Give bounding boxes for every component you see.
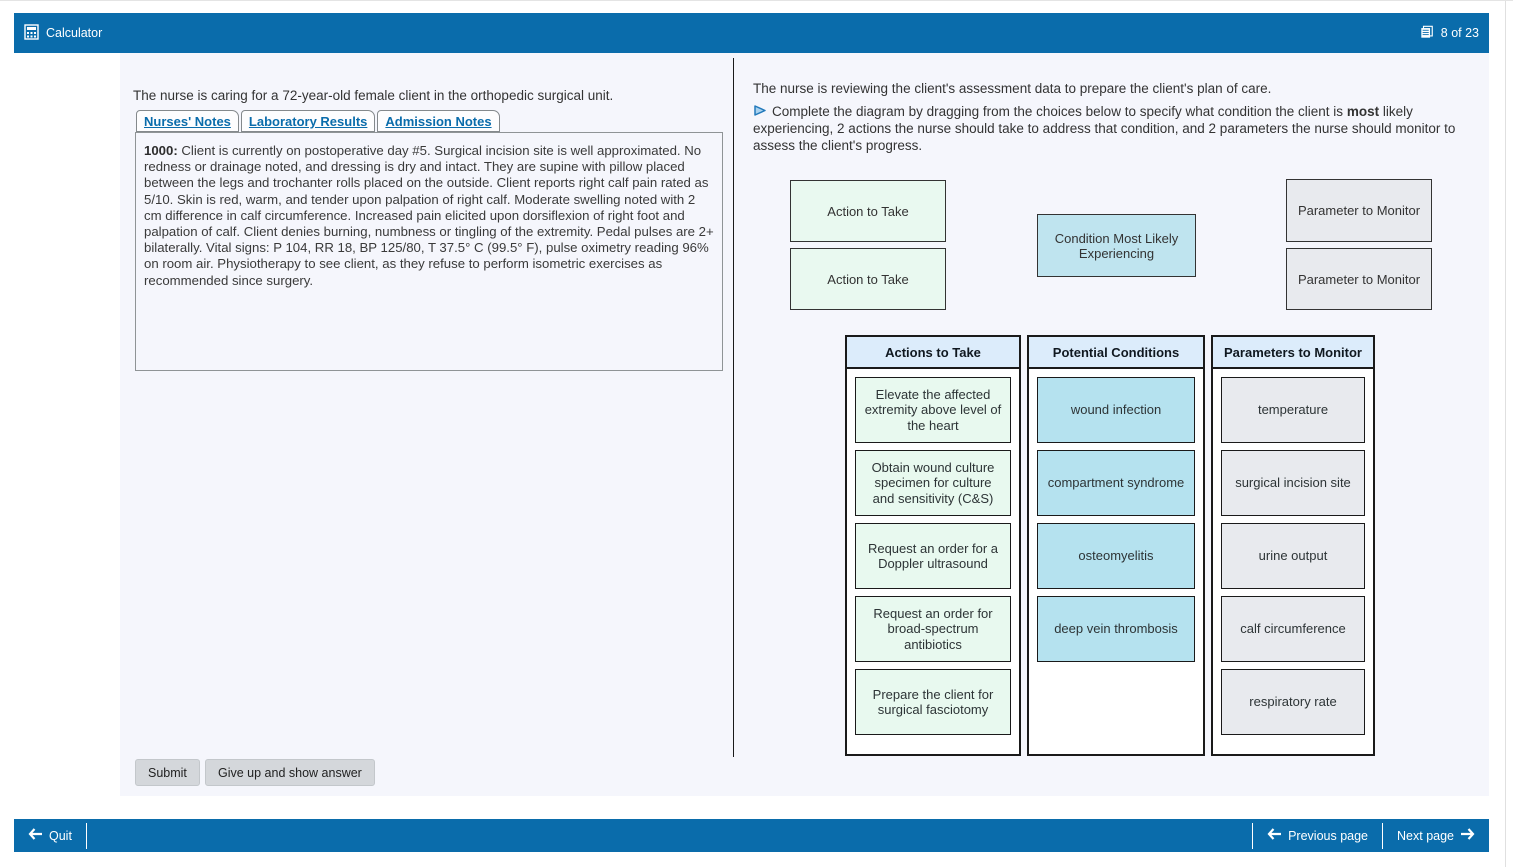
parameter-chip-urine-output[interactable]: urine output (1221, 523, 1365, 589)
book-icon (1420, 25, 1434, 42)
action-chip-antibiotics[interactable]: Request an order for broad-spectrum anti… (855, 596, 1011, 662)
arrow-left-icon (1267, 828, 1282, 843)
parameter-chip-calf-circumference[interactable]: calf circumference (1221, 596, 1365, 662)
bottom-navbar-left: Quit (14, 819, 87, 852)
action-chip-doppler-ultrasound[interactable]: Request an order for a Doppler ultrasoun… (855, 523, 1011, 589)
actions-chip-list: Elevate the affected extremity above lev… (847, 369, 1019, 743)
navbar-divider (1252, 822, 1254, 849)
condition-chip-compartment-syndrome[interactable]: compartment syndrome (1037, 450, 1195, 516)
action-chip-fasciotomy[interactable]: Prepare the client for surgical fascioto… (855, 669, 1011, 735)
pointer-arrow-icon (754, 105, 766, 116)
tab-admission-notes[interactable]: Admission Notes (377, 110, 500, 132)
give-up-button[interactable]: Give up and show answer (205, 759, 375, 786)
question-intro-text: The nurse is reviewing the client's asse… (753, 81, 1272, 96)
actions-column-header: Actions to Take (847, 337, 1019, 369)
action-chip-wound-culture[interactable]: Obtain wound culture specimen for cultur… (855, 450, 1011, 516)
previous-page-button[interactable]: Previous page (1253, 819, 1382, 852)
next-page-button[interactable]: Next page (1383, 819, 1489, 852)
navbar-divider (1382, 822, 1384, 849)
dropzone-action-1[interactable]: Action to Take (790, 180, 946, 242)
calculator-icon (24, 23, 39, 43)
parameters-column: Parameters to Monitor temperature surgic… (1211, 335, 1375, 756)
condition-chip-deep-vein-thrombosis[interactable]: deep vein thrombosis (1037, 596, 1195, 662)
previous-page-label: Previous page (1288, 828, 1369, 843)
next-page-label: Next page (1397, 828, 1454, 843)
panel-divider (733, 58, 734, 757)
submit-button[interactable]: Submit (135, 759, 200, 786)
dropzone-condition[interactable]: Condition Most Likely Experiencing (1037, 214, 1196, 277)
arrow-left-icon (28, 828, 43, 843)
actions-column: Actions to Take Elevate the affected ext… (845, 335, 1021, 756)
instruction-post: likely experiencing, 2 actions the nurse… (753, 104, 1456, 153)
page-progress: 8 of 23 (1420, 25, 1479, 42)
instruction-bold: most (1346, 104, 1380, 119)
calculator-label: Calculator (46, 26, 103, 40)
tab-laboratory-results[interactable]: Laboratory Results (240, 110, 376, 132)
condition-chip-wound-infection[interactable]: wound infection (1037, 377, 1195, 443)
arrow-right-icon (1460, 828, 1475, 843)
condition-chip-osteomyelitis[interactable]: osteomyelitis (1037, 523, 1195, 589)
dropzone-parameter-1[interactable]: Parameter to Monitor (1286, 179, 1432, 242)
question-instruction: Complete the diagram by dragging from th… (753, 103, 1465, 154)
page-indicator: 8 of 23 (1440, 26, 1479, 40)
note-time: 1000: (144, 143, 178, 158)
parameter-chip-respiratory-rate[interactable]: respiratory rate (1221, 669, 1365, 735)
parameter-chip-surgical-incision-site[interactable]: surgical incision site (1221, 450, 1365, 516)
conditions-column-header: Potential Conditions (1029, 337, 1203, 369)
case-intro-text: The nurse is caring for a 72-year-old fe… (133, 88, 614, 103)
chart-tabs: Nurses' Notes Laboratory Results Admissi… (136, 110, 500, 132)
instruction-pre: Complete the diagram by dragging from th… (772, 104, 1347, 119)
quit-label: Quit (49, 828, 72, 843)
window-edge-line (1505, 1, 1506, 867)
dropzone-action-2[interactable]: Action to Take (790, 248, 946, 310)
quit-button[interactable]: Quit (14, 819, 86, 852)
note-body: Client is currently on postoperative day… (144, 143, 714, 288)
calculator-tool[interactable]: Calculator (24, 23, 103, 43)
action-chip-elevate-extremity[interactable]: Elevate the affected extremity above lev… (855, 377, 1011, 443)
conditions-column: Potential Conditions wound infection com… (1027, 335, 1205, 756)
parameter-chip-temperature[interactable]: temperature (1221, 377, 1365, 443)
dropzone-parameter-2[interactable]: Parameter to Monitor (1286, 248, 1432, 310)
top-toolbar: Calculator 8 of 23 (14, 13, 1489, 53)
parameters-column-header: Parameters to Monitor (1213, 337, 1373, 369)
tab-nurses-notes[interactable]: Nurses' Notes (136, 110, 239, 132)
bottom-navbar: Quit Previous page Next page (14, 819, 1489, 852)
navbar-divider (85, 822, 87, 849)
conditions-chip-list: wound infection compartment syndrome ost… (1029, 369, 1203, 670)
bottom-navbar-right: Previous page Next page (1252, 819, 1489, 852)
parameters-chip-list: temperature surgical incision site urine… (1213, 369, 1373, 743)
nurses-notes-panel: 1000: Client is currently on postoperati… (135, 132, 723, 371)
